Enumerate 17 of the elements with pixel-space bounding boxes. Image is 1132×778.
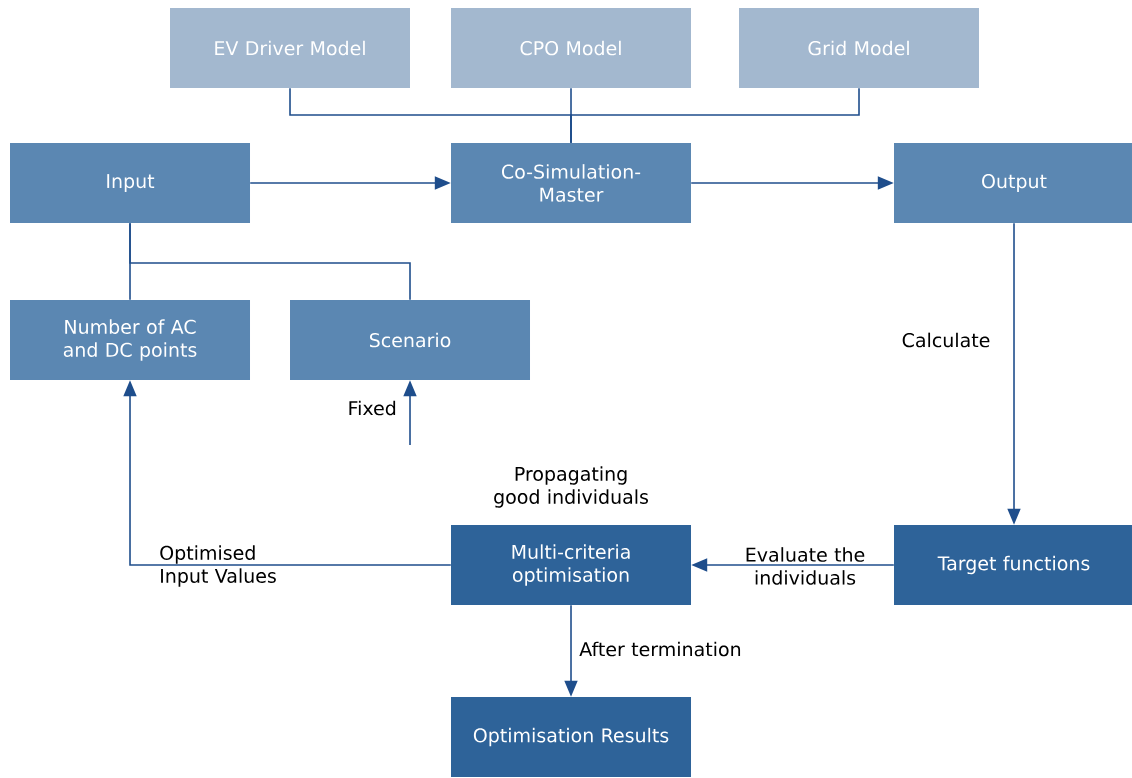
process-box: Co-Simulation-Master [451,143,691,223]
process-box: Optimisation Results [451,697,691,777]
edge-label: Calculate [902,332,990,348]
process-box: EV Driver Model [170,8,410,88]
process-box: Multi-criteria optimisation [451,525,691,605]
process-box: Target functions [894,525,1132,605]
process-box: Input [10,143,250,223]
edge-label: After termination [579,641,741,657]
edge-label: Optimised Input Values [160,545,276,587]
process-box: Output [894,143,1132,223]
process-box: Grid Model [739,8,979,88]
process-box: Number of AC and DC points [10,300,250,380]
edge-label: Evaluate the individuals [746,547,865,585]
process-box: CPO Model [451,8,691,88]
process-box: Scenario [290,300,530,380]
edge-label: Fixed [349,400,396,416]
node-caption: Propagating good individuals [494,466,649,508]
